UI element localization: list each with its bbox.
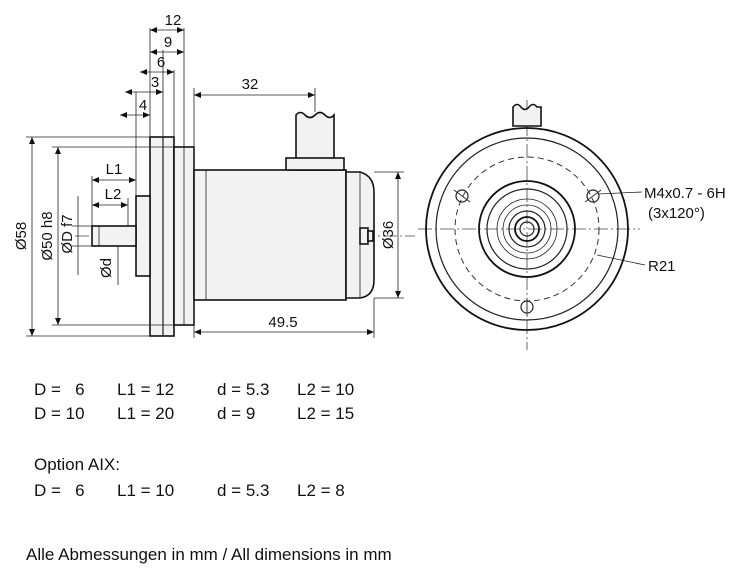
bearing-inner [508,210,546,248]
housing-body [193,169,347,301]
shaft [91,225,137,247]
flange-ring [435,137,619,321]
dim-d36: Ø36 [380,221,397,249]
cell-L1: L1 = 10 [117,481,175,500]
dim-9: 9 [164,34,172,51]
thread-leader [597,191,643,195]
thread-hole-bottom [520,298,534,316]
side-view: 12 9 6 3 4 32 L1 L2 Ø58 Ø50 h8 [13,12,415,338]
spigot [135,195,151,277]
dim-6: 6 [157,54,165,71]
cell-D: D = 6 [34,380,85,399]
dim-L1: L1 [106,161,123,178]
cell-D: D = 6 [34,481,85,500]
dim-12: 12 [165,12,182,29]
bearing-outer [496,198,558,260]
rear-plug [359,227,369,245]
cable-outlet [295,111,335,171]
body-circle [478,180,576,278]
cell-d: d = 9 [217,404,256,423]
front-view: M4x0.7 - 6H (3x120°) R21 [418,100,726,350]
cell-L2: L2 = 10 [297,380,355,399]
dim-L2: L2 [105,186,122,203]
units-footnote: Alle Abmessungen in mm / All dimensions … [26,545,392,564]
shaft-core [519,221,535,237]
front-cable-outlet [512,103,542,127]
cell-L2: L2 = 15 [297,404,355,423]
spigot-circle [486,188,568,270]
cell-d: d = 5.3 [217,481,270,500]
thread-spec-label: M4x0.7 - 6H [644,185,726,202]
outer-circle [425,127,629,331]
cell-L2: L2 = 8 [297,481,345,500]
cell-D: D = 10 [34,404,85,423]
r21-label: R21 [648,258,676,275]
bearing-mid [502,204,552,254]
dim-d50h8: Ø50 h8 [39,211,56,260]
thread-hole-top-left [453,189,471,203]
flange-outer [149,136,175,337]
dim-3: 3 [151,74,159,91]
dim-dd: Ød [98,258,115,278]
thread-hole-top-right [584,189,602,203]
dim-dDf7: ØD f7 [59,214,76,253]
dim-d58: Ø58 [13,222,30,250]
cell-d: d = 5.3 [217,380,270,399]
option-title: Option AIX: [34,455,120,474]
shaft-circle [514,216,540,242]
dim-32: 32 [242,76,259,93]
thread-count-label: (3x120°) [648,205,705,222]
dim-49-5: 49.5 [268,314,297,331]
cable-gland [285,157,345,171]
cell-L1: L1 = 12 [117,380,175,399]
cell-L1: L1 = 20 [117,404,175,423]
dim-4: 4 [139,97,147,114]
r21-leader [596,254,646,266]
